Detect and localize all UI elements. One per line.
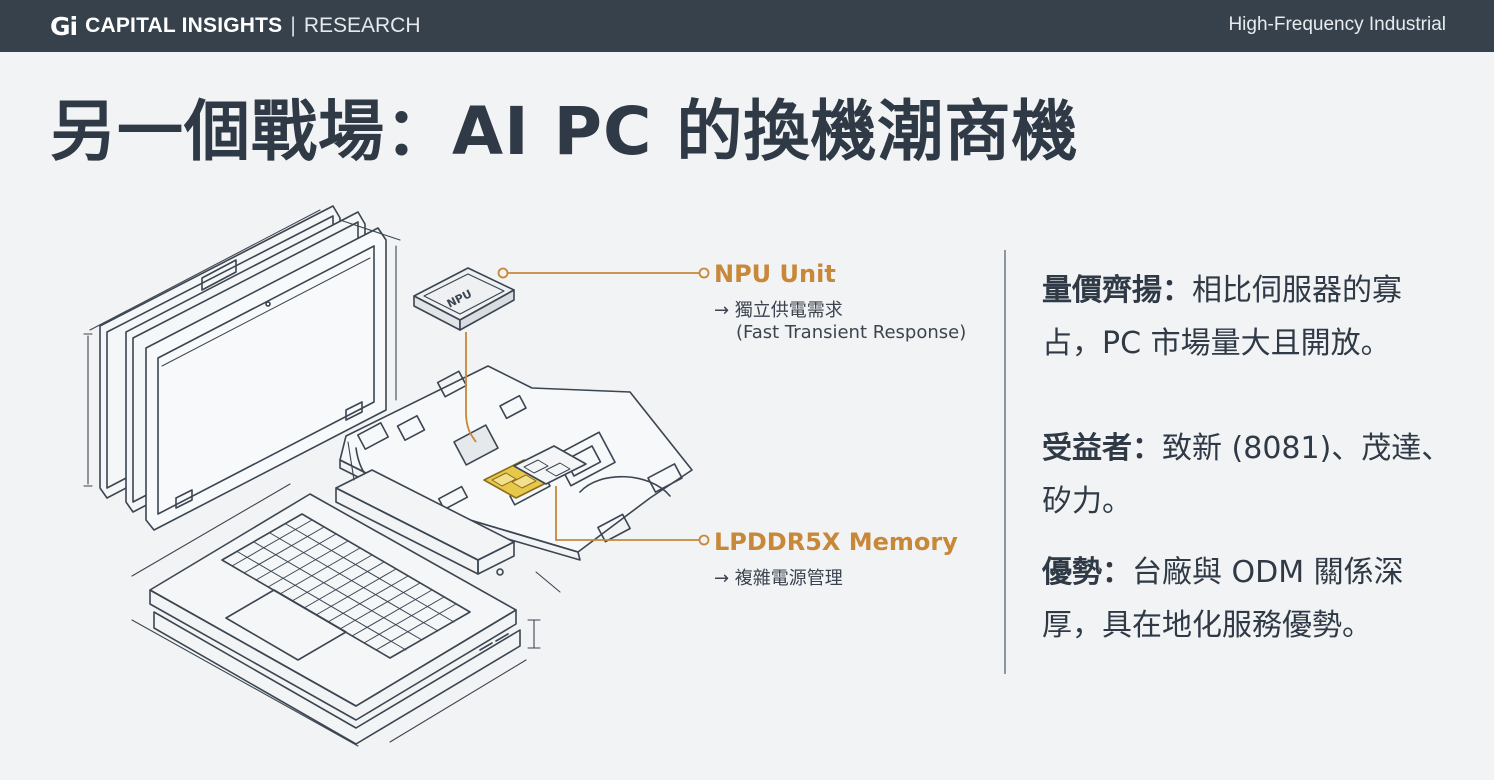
header-bar: Gi CAPITAL INSIGHTS | RESEARCH High-Freq… xyxy=(0,0,1494,52)
lpddr5x-memory-modules xyxy=(483,445,587,499)
point-label: 量價齊揚： xyxy=(1042,273,1192,308)
brand-logo: Gi CAPITAL INSIGHTS | RESEARCH xyxy=(50,11,421,41)
motherboard xyxy=(339,365,693,561)
point-text: 致新 (8081)、茂達、矽力。 xyxy=(1042,431,1452,519)
bottom-chassis xyxy=(149,589,521,745)
point-volume-price: 量價齊揚：相比伺服器的寡占，PC 市場量大且開放。 xyxy=(1042,264,1452,370)
page-title: 另一個戰場：AI PC 的換機潮商機 xyxy=(50,93,1079,170)
point-beneficiaries: 受益者：致新 (8081)、茂達、矽力。 xyxy=(1042,422,1452,528)
memory-callout-line-1: → 複雜電源管理 xyxy=(714,568,843,589)
keyboard-deck xyxy=(149,493,517,707)
npu-to-board-line xyxy=(465,332,477,443)
brand-section: RESEARCH xyxy=(303,14,421,37)
exploded-laptop-diagram: NPU xyxy=(83,205,710,747)
npu-callout-line-1: → 獨立供電需求 xyxy=(714,300,843,321)
screen-front-panel xyxy=(145,227,387,531)
npu-chip: NPU xyxy=(413,267,515,331)
point-label: 受益者： xyxy=(1042,431,1162,466)
logo-mark: Gi xyxy=(50,11,78,41)
memory-callout-title: LPDDR5X Memory xyxy=(714,528,958,556)
point-advantage: 優勢：台廠與 ODM 關係深厚，具在地化服務優勢。 xyxy=(1042,546,1452,652)
point-text: 台廠與 ODM 關係深厚，具在地化服務優勢。 xyxy=(1042,555,1404,643)
column-divider xyxy=(1004,250,1006,674)
battery xyxy=(335,469,515,576)
brand-separator: | xyxy=(290,14,296,37)
point-text: 相比伺服器的寡占，PC 市場量大且開放。 xyxy=(1042,273,1402,361)
header-tag: High-Frequency Industrial xyxy=(1228,14,1446,35)
brand-name: CAPITAL INSIGHTS xyxy=(85,14,283,37)
npu-callout-title: NPU Unit xyxy=(714,260,836,288)
screen-dimension-lines xyxy=(83,209,401,487)
npu-callout-line-2: (Fast Transient Response) xyxy=(736,322,967,343)
memory-leader-line xyxy=(555,486,704,541)
base-dimension-lines xyxy=(131,441,561,747)
point-label: 優勢： xyxy=(1042,555,1132,590)
